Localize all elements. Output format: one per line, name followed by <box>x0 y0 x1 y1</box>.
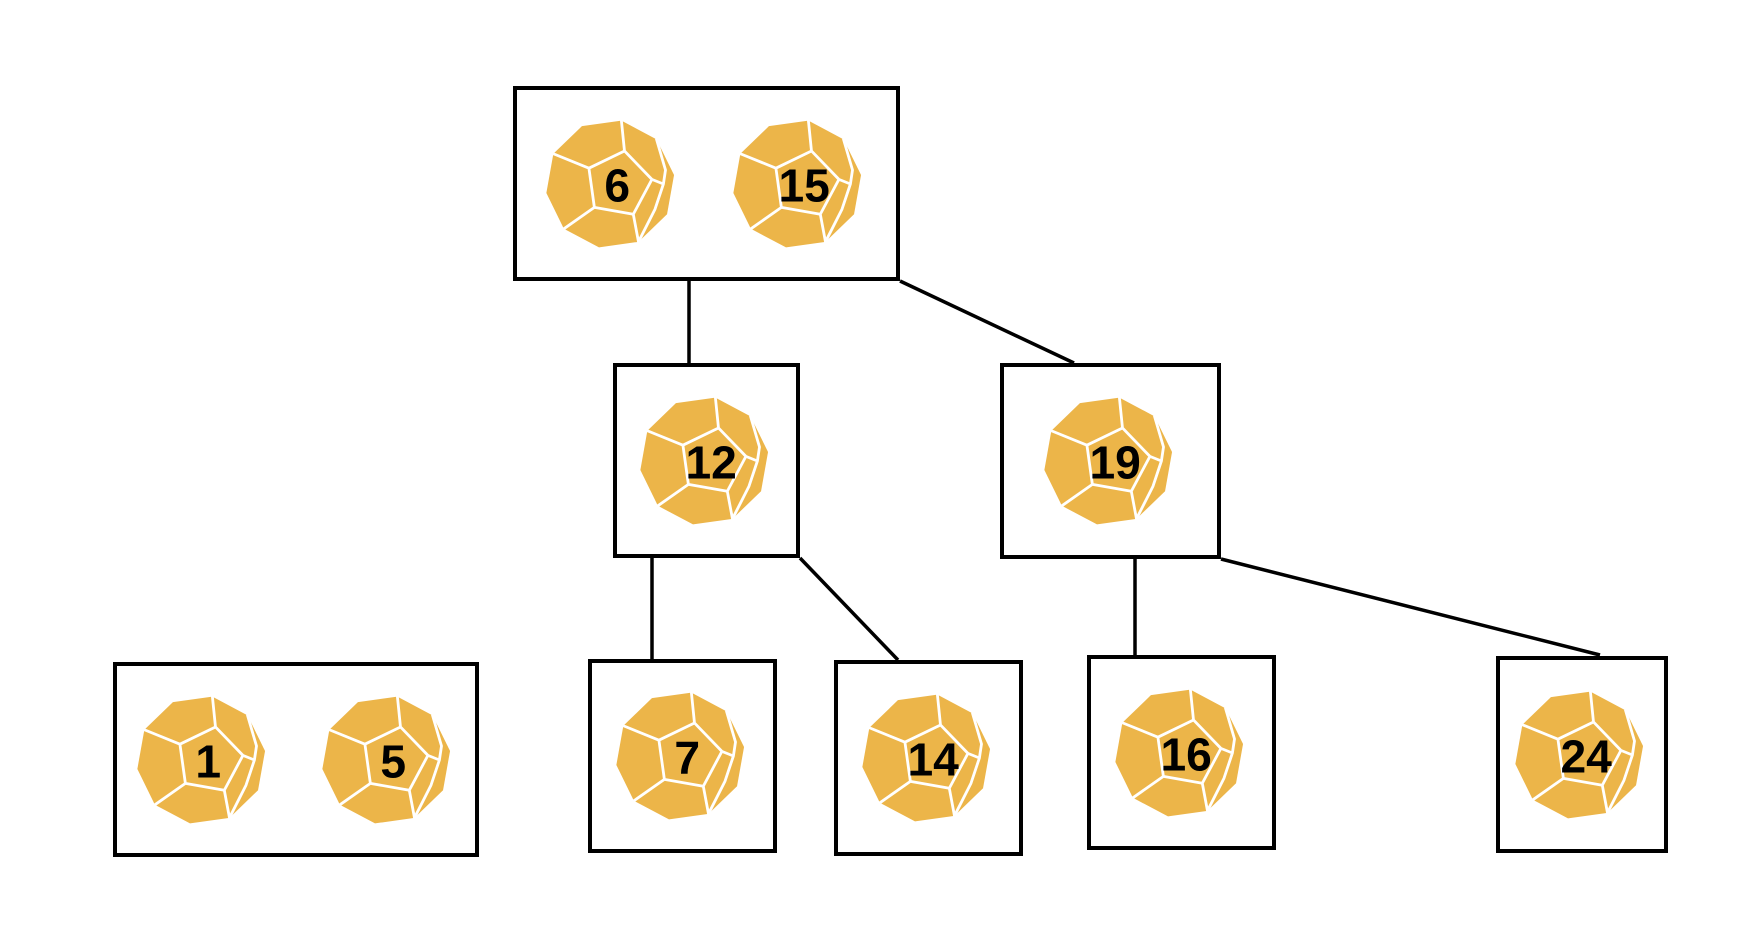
die-15-icon: 15 <box>731 118 863 249</box>
die-14-icon: 14 <box>860 693 991 823</box>
die-value: 15 <box>779 159 830 211</box>
die-5-icon: 5 <box>320 694 451 825</box>
edge-12-to-14 <box>798 556 900 662</box>
die-value: 16 <box>1160 728 1211 780</box>
tree-node-14: 14 <box>834 660 1023 856</box>
die-19-icon: 19 <box>1042 396 1173 526</box>
die-7-icon: 7 <box>614 691 745 821</box>
die-value: 1 <box>195 735 221 787</box>
die-value: 7 <box>674 731 700 783</box>
die-value: 6 <box>604 159 630 211</box>
die-value: 12 <box>685 436 736 488</box>
tree-node-7: 7 <box>588 659 777 853</box>
die-16-icon: 16 <box>1113 687 1244 818</box>
tree-node-16: 16 <box>1087 655 1276 850</box>
tree-node-1-5: 1 5 <box>113 662 479 857</box>
die-value: 24 <box>1561 730 1613 782</box>
die-value: 19 <box>1089 436 1140 488</box>
die-value: 5 <box>380 735 406 787</box>
tree-node-root: 6 15 <box>513 86 900 281</box>
die-value: 14 <box>907 733 959 785</box>
die-12-icon: 12 <box>638 395 769 526</box>
edge-root-to-19 <box>899 279 1075 365</box>
die-24-icon: 24 <box>1513 689 1645 820</box>
die-1-icon: 1 <box>135 694 266 825</box>
die-6-icon: 6 <box>544 118 676 249</box>
tree-node-19: 19 <box>1000 363 1221 559</box>
tree-node-24: 24 <box>1496 656 1668 853</box>
tree-node-12: 12 <box>613 363 800 558</box>
edge-19-to-24 <box>1220 557 1601 657</box>
